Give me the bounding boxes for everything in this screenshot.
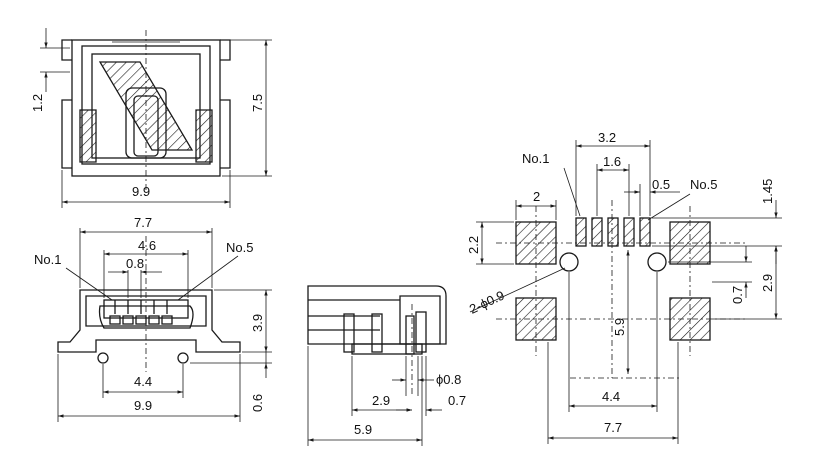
pad-pitch-dim: 1.45 — [652, 179, 782, 264]
top-height-dim: 7.5 — [222, 39, 272, 177]
front-pitch-label: 0.8 — [126, 256, 144, 271]
front-base-width-dim: 9.9 — [57, 354, 241, 422]
signal-pad — [591, 217, 603, 247]
pad-y-label: 5.9 — [612, 318, 627, 336]
front-pitch-dim: 0.8 — [108, 256, 162, 298]
signal-pads — [575, 217, 651, 247]
mount-hole — [647, 252, 667, 272]
footprint-pin1-label: No.1 — [522, 151, 549, 166]
hole-off-dim: 0.7 — [668, 246, 752, 304]
front-outer-width-label: 7.7 — [134, 215, 152, 230]
front-pin-span-label: 4.6 — [138, 238, 156, 253]
pad-width-dim: 0.5 — [624, 177, 680, 216]
top-tab-dim: 1.2 — [30, 28, 70, 112]
top-view: 9.9 7.5 1.2 — [30, 28, 272, 208]
front-view: No.1 No.5 7.7 4.6 0.8 3.9 — [34, 215, 272, 422]
side-view-body — [307, 285, 447, 396]
mount-pad-h-dim: 2.2 — [466, 221, 514, 265]
side-view: ϕ0.8 2.9 0.7 5.9 — [307, 285, 466, 446]
pad-y2-label: 2.9 — [760, 274, 775, 292]
side-peg-off-label: 0.7 — [448, 393, 466, 408]
signal-pad — [623, 217, 635, 247]
hole-label: 2-ϕ0.9 — [467, 288, 507, 317]
front-pin1-label: No.1 — [34, 252, 61, 267]
front-pin5-label: No.5 — [226, 240, 253, 255]
hole-span-dim: 4.4 — [568, 272, 658, 412]
pad-span-label: 3.2 — [598, 130, 616, 145]
mount-pad-h-label: 2.2 — [466, 236, 481, 254]
side-peg-pos-label: 2.9 — [372, 393, 390, 408]
front-pin5-leader — [177, 255, 239, 301]
side-depth-dim: 5.9 — [307, 346, 423, 446]
mount-hole — [559, 252, 579, 272]
hole-off-label: 0.7 — [730, 286, 745, 304]
front-base-width-label: 9.9 — [134, 398, 152, 413]
side-peg-off-dim: 0.7 — [396, 356, 466, 416]
signal-pad — [575, 217, 587, 247]
pad-y2-dim: 2.9 — [712, 246, 782, 320]
top-view-body — [61, 30, 231, 190]
side-peg-pos-dim: 2.9 — [351, 356, 412, 416]
signal-pad — [607, 217, 619, 247]
hole-span-label: 4.4 — [602, 389, 620, 404]
front-pin-span-dim: 4.6 — [103, 238, 189, 298]
front-height-dim: 3.9 — [214, 289, 272, 353]
front-post-span-label: 4.4 — [134, 374, 152, 389]
pad-mid-dim: 1.6 — [596, 154, 630, 216]
signal-pad — [639, 217, 651, 247]
pad-mid-label: 1.6 — [603, 154, 621, 169]
front-post-span-dim: 4.4 — [102, 364, 184, 398]
footprint-pin5-label: No.5 — [690, 177, 717, 192]
pad-y-dim: 5.9 — [612, 250, 630, 374]
mount-pads — [515, 221, 711, 341]
top-height-label: 7.5 — [250, 94, 265, 112]
front-pin1-leader — [65, 267, 113, 301]
side-depth-label: 5.9 — [354, 422, 372, 437]
side-peg-dim: ϕ0.8 — [392, 356, 461, 396]
top-width-label: 9.9 — [132, 184, 150, 199]
mount-span-label: 7.7 — [604, 420, 622, 435]
front-height-label: 3.9 — [250, 314, 265, 332]
mount-pad-w-label: 2 — [533, 189, 540, 204]
footprint-view: No.1 No.5 3.2 1.6 0.5 1.45 — [466, 130, 782, 444]
top-tab-label: 1.2 — [30, 94, 45, 112]
pad-width-label: 0.5 — [652, 177, 670, 192]
footprint-pin5-leader — [647, 193, 691, 221]
front-outer-width-dim: 7.7 — [79, 215, 213, 288]
pad-pitch-label: 1.45 — [760, 179, 775, 204]
mount-span-dim: 7.7 — [547, 342, 679, 444]
mount-pad-w-dim: 2 — [515, 189, 557, 220]
front-view-body — [57, 236, 241, 372]
front-post-len-dim: 0.6 — [190, 352, 272, 412]
front-post-len-label: 0.6 — [250, 394, 265, 412]
pad-span-dim: 3.2 — [575, 130, 651, 216]
footprint-pin1-leader — [563, 167, 581, 217]
side-peg-label: ϕ0.8 — [436, 372, 461, 387]
